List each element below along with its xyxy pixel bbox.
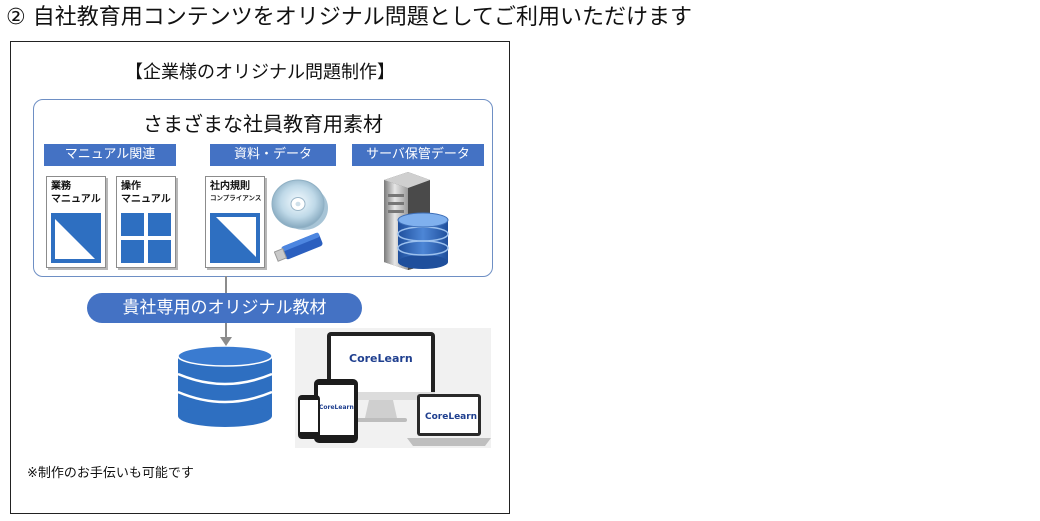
document-icon: 社内規則 コンプライアンス [205,176,265,268]
document-icon: 操作 マニュアル [116,176,176,268]
database-icon [177,346,273,427]
brand-logo: CoreLearn [425,412,478,422]
diagonal-pattern-icon [51,213,101,263]
brand-logo: CoreLearn [319,404,354,411]
phone-icon [298,395,320,439]
document-label: 業務 マニュアル [51,181,101,205]
brand-logo: CoreLearn [349,352,413,365]
disc-icon [271,179,328,230]
original-material-label: 貴社専用のオリジナル教材 [87,293,362,323]
monitor-icon [327,332,435,422]
grid-pattern-icon [121,213,171,263]
usb-drive-icon [274,232,323,262]
production-note: ※制作のお手伝いも可能です [27,466,194,481]
category-documents-data: 資料・データ [210,144,336,166]
database-icon [397,212,449,269]
devices-illustration: CoreLearn CoreLearn CoreLearn [295,328,491,448]
document-label: 社内規則 コンプライアンス [210,181,262,202]
materials-group: さまざまな社員教育用素材 マニュアル関連 資料・データ サーバ保管データ 業務 … [33,99,493,277]
materials-title: さまざまな社員教育用素材 [143,112,383,136]
diagonal-pattern-icon [210,213,260,263]
category-server-data: サーバ保管データ [352,144,484,166]
laptop-icon [407,394,491,446]
original-problem-panel: 【企業様のオリジナル問題制作】 さまざまな社員教育用素材 マニュアル関連 資料・… [10,41,510,514]
flow-arrow-head [220,337,232,346]
document-label: 操作 マニュアル [121,181,171,205]
page-heading: ② 自社教育用コンテンツをオリジナル問題としてご利用いただけます [6,5,693,30]
tablet-icon [314,379,358,443]
panel-title: 【企業様のオリジナル問題制作】 [125,62,395,83]
category-manual: マニュアル関連 [44,144,176,166]
document-icon: 業務 マニュアル [46,176,106,268]
